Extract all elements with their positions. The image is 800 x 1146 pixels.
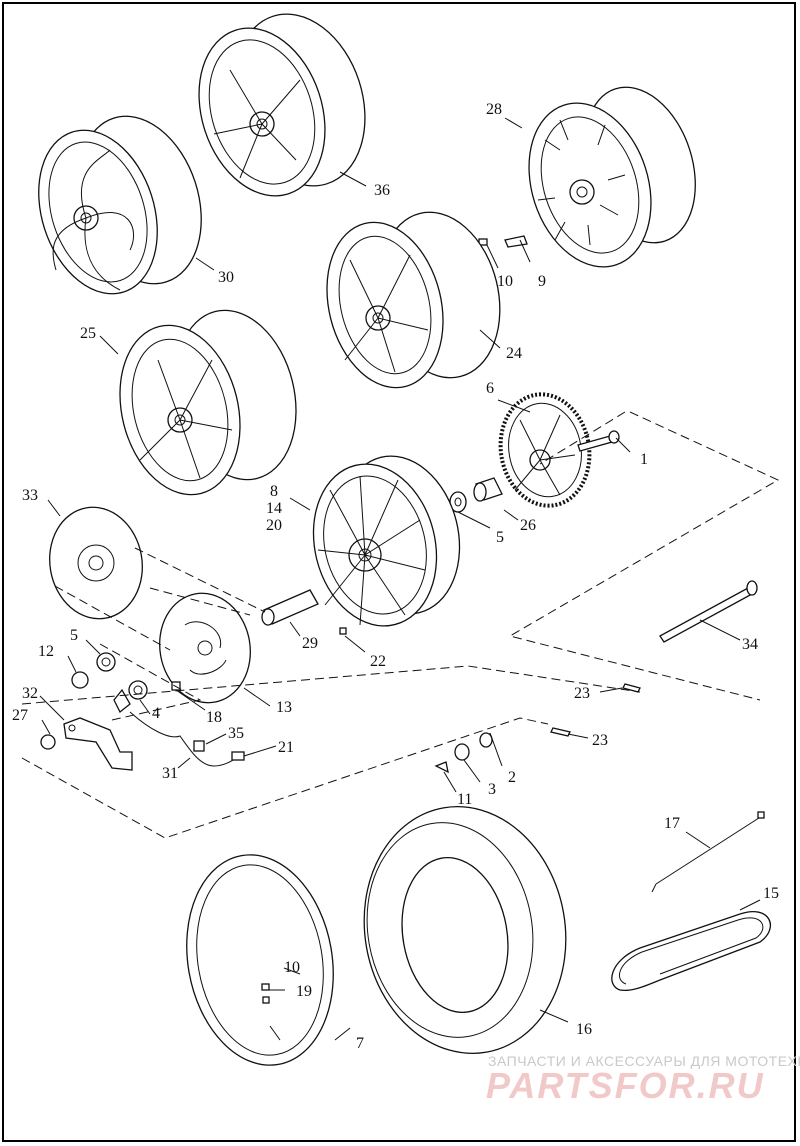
- label-15: 15: [763, 885, 779, 902]
- tube-7: [186, 854, 334, 1066]
- label-10-valve: 10: [497, 273, 513, 290]
- label-12: 12: [38, 643, 54, 660]
- label-5-right: 5: [496, 529, 504, 546]
- sprocket-6: [498, 392, 592, 508]
- valve-stem-parts: [478, 235, 528, 248]
- label-7: 7: [356, 1035, 364, 1052]
- label-23-upper: 23: [574, 685, 590, 702]
- part-labels: 1 2 3 4 5 5 6 7 8 9 10 10 11 12 13 14 15…: [12, 101, 779, 1052]
- label-35: 35: [228, 725, 244, 742]
- label-31: 31: [162, 765, 178, 782]
- wheel-28: [528, 86, 696, 268]
- label-33: 33: [22, 487, 38, 504]
- label-17: 17: [664, 815, 680, 832]
- sensor-cable-31: [129, 711, 241, 767]
- label-30: 30: [218, 269, 234, 286]
- wheel-24: [326, 211, 501, 389]
- watermark-caption: ЗАПЧАСТИ И АКСЕССУАРЫ ДЛЯ МОТОТЕХНИКИ: [488, 1053, 800, 1069]
- label-36: 36: [374, 182, 390, 199]
- caliper-bracket-32: [63, 717, 133, 771]
- wheel-25: [119, 309, 297, 496]
- label-11: 11: [457, 791, 472, 808]
- label-1: 1: [640, 451, 648, 468]
- belt-15: [611, 911, 771, 992]
- leader-lines: [39, 117, 761, 1041]
- label-13: 13: [276, 699, 292, 716]
- label-25: 25: [80, 325, 96, 342]
- label-6: 6: [486, 380, 494, 397]
- spoke-17: [651, 811, 765, 893]
- spoked-wheel-8-14-20: [312, 455, 461, 627]
- wheel-30: [38, 115, 202, 295]
- wheel-36: [198, 13, 366, 197]
- label-24: 24: [506, 345, 522, 362]
- label-8: 8: [270, 483, 278, 500]
- watermark-logo: PARTSFOR.RU: [486, 1065, 765, 1106]
- label-28: 28: [486, 101, 502, 118]
- label-23-lower: 23: [592, 732, 608, 749]
- spacer-26: [473, 477, 503, 502]
- label-19: 19: [296, 983, 312, 1000]
- part-22: [339, 627, 347, 635]
- label-5-left: 5: [70, 627, 78, 644]
- label-20: 20: [266, 517, 282, 534]
- tire-16: [363, 806, 567, 1054]
- label-32: 32: [22, 685, 38, 702]
- brake-disc-33: [49, 506, 143, 620]
- label-27: 27: [12, 707, 28, 724]
- sensor-21: [231, 751, 245, 761]
- label-3: 3: [488, 781, 496, 798]
- label-34: 34: [742, 636, 758, 653]
- axle-34: [659, 580, 758, 643]
- label-26: 26: [520, 517, 536, 534]
- watermark: ЗАПЧАСТИ И АКСЕССУАРЫ ДЛЯ МОТОТЕХНИКИ PA…: [486, 1053, 800, 1106]
- label-4: 4: [152, 705, 160, 722]
- label-18: 18: [206, 709, 222, 726]
- label-10-tube: 10: [284, 959, 300, 976]
- label-29: 29: [302, 635, 318, 652]
- label-9: 9: [538, 273, 546, 290]
- axle-spacer-29: [261, 589, 319, 626]
- brake-disc-13: [159, 592, 251, 704]
- label-14: 14: [266, 500, 282, 517]
- label-16: 16: [576, 1021, 592, 1038]
- dashed-group-lines: [21, 411, 780, 839]
- bolt-1: [577, 430, 620, 452]
- small-hardware: [40, 652, 641, 774]
- label-21: 21: [278, 739, 294, 756]
- label-22: 22: [370, 653, 386, 670]
- label-2: 2: [508, 769, 516, 786]
